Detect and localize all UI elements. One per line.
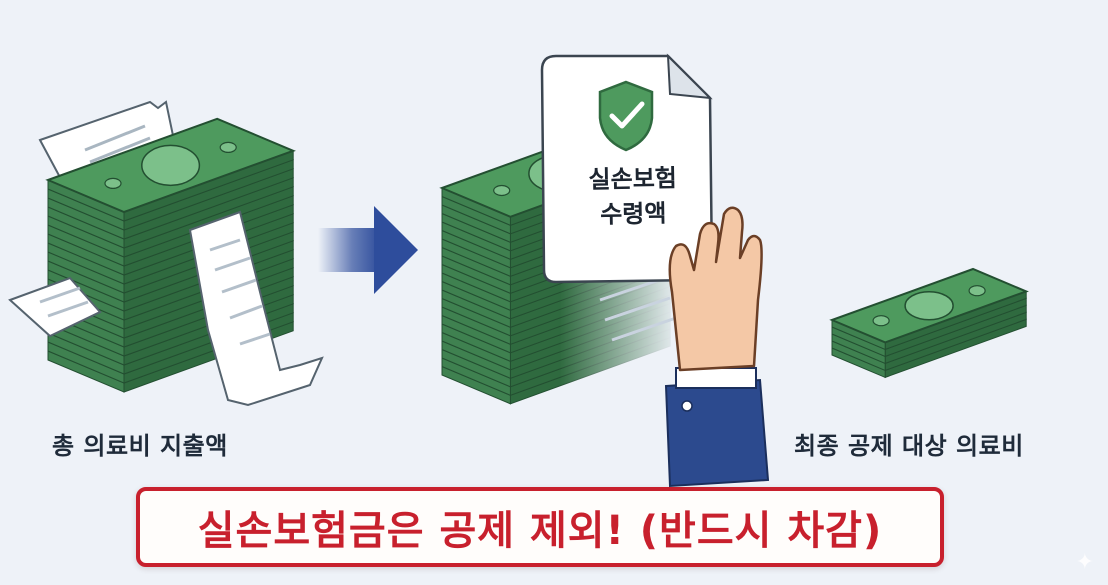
money-stack-small-icon <box>829 267 1029 379</box>
hand-icon <box>668 206 763 372</box>
warning-banner-text: 실손보험금은 공제 제외! (반드시 차감) <box>197 508 883 554</box>
warning-banner: 실손보험금은 공제 제외! (반드시 차감) <box>136 487 944 567</box>
document-line-1: 실손보험 <box>588 164 678 194</box>
sparkle-icon: ✦ <box>1075 550 1094 575</box>
arrow-right-icon <box>318 206 418 294</box>
document-line-2: 수령액 <box>599 199 667 229</box>
receipt-front-icon <box>8 210 324 407</box>
arm-sleeve-icon <box>664 367 770 488</box>
document-title: 실손보험 수령액 <box>547 161 718 234</box>
insurance-document-icon <box>540 53 714 284</box>
shield-check-icon <box>598 80 654 152</box>
total-medical-expense-label: 총 의료비 지출액 <box>52 432 228 460</box>
final-deductible-label: 최종 공제 대상 의료비 <box>794 432 1024 460</box>
